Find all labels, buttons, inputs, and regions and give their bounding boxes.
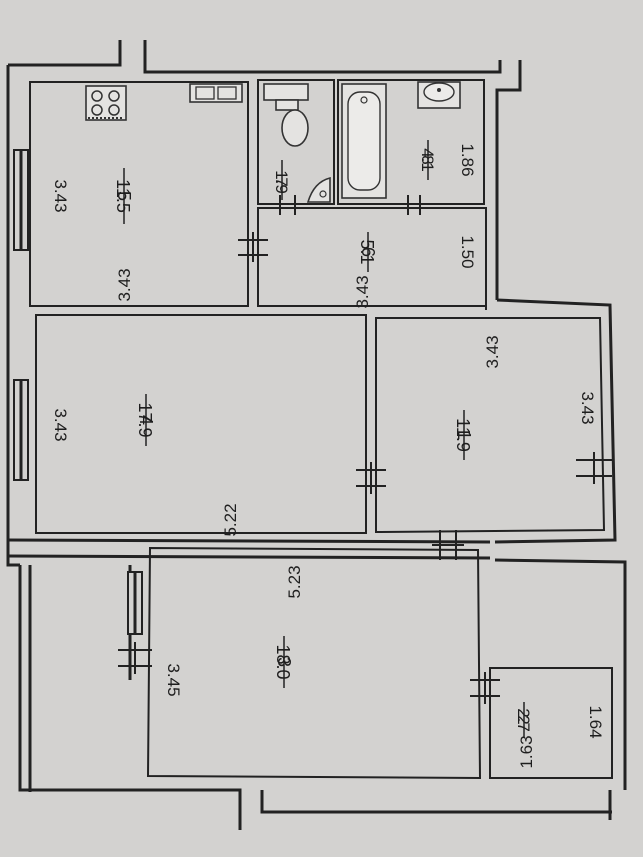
washbasin-icon bbox=[417, 81, 461, 109]
room-1-dim-a: 3.43 bbox=[578, 391, 597, 424]
room-4-area: 17.9 bbox=[135, 402, 155, 437]
room-6-area: 5.1 bbox=[357, 239, 377, 264]
room-3-outline bbox=[146, 546, 482, 780]
room-1-outline bbox=[375, 317, 606, 534]
room-4-dim-a: 3.43 bbox=[51, 408, 70, 441]
room-4-dim-b: 5.22 bbox=[221, 503, 240, 536]
room-2-outline bbox=[489, 667, 613, 779]
room-8-area: 4.1 bbox=[418, 148, 437, 172]
room-7-area: 1.9 bbox=[272, 170, 291, 194]
room-6-dim-b: 3.43 bbox=[353, 275, 372, 308]
room-1-dim-b: 3.43 bbox=[483, 335, 502, 368]
toilet-icon bbox=[263, 83, 309, 147]
room-6-outline bbox=[257, 207, 487, 307]
door-marks bbox=[118, 195, 612, 704]
room-6-dim-a: 1.50 bbox=[458, 235, 477, 268]
room-8-dim-a: 1.86 bbox=[458, 143, 477, 176]
room-3-dim-a: 3.45 bbox=[164, 663, 183, 696]
room-4-outline bbox=[35, 314, 367, 534]
room-1-area: 11.9 bbox=[453, 418, 473, 452]
room-5-dim-a: 3.43 bbox=[51, 179, 70, 212]
room-2-area: 2.7 bbox=[514, 708, 533, 732]
room-3-dim-b: 5.23 bbox=[285, 565, 304, 598]
room-5-dim-b: 3.43 bbox=[115, 268, 134, 301]
room-2-dim-b: 1.63 bbox=[517, 735, 536, 768]
room-5-outline bbox=[29, 81, 249, 307]
room-3-area: 18.0 bbox=[273, 644, 293, 679]
room-2-dim-a: 1.64 bbox=[586, 705, 605, 738]
room-outlines bbox=[29, 79, 613, 780]
kitchen-sink-icon bbox=[189, 83, 243, 103]
windows bbox=[13, 149, 143, 635]
room-5-area: 11.5 bbox=[113, 179, 133, 213]
bathtub-icon bbox=[341, 83, 387, 199]
stove-icon bbox=[85, 85, 127, 121]
corner-sink-icon bbox=[306, 176, 331, 203]
room-8-outline bbox=[337, 79, 485, 205]
